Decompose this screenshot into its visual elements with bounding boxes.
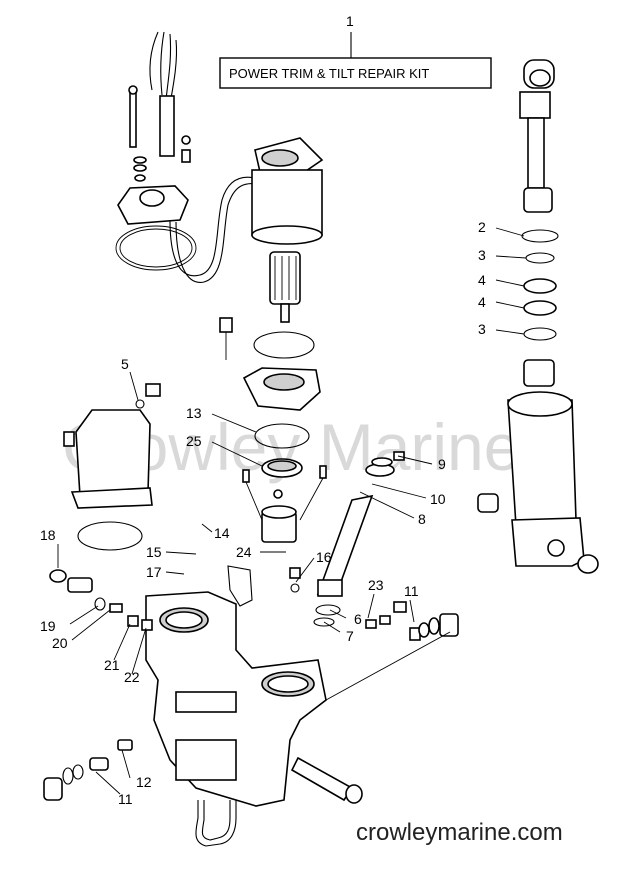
callout-13[interactable]: 13 <box>186 405 202 421</box>
screw-top <box>219 317 233 360</box>
callout-numbers: 2 3 4 4 3 5 13 25 9 10 8 14 15 24 16 17 … <box>40 219 486 807</box>
kit-label-box <box>219 57 492 89</box>
callout-12[interactable]: 12 <box>136 774 152 790</box>
callout-2[interactable]: 2 <box>478 219 486 235</box>
callout-1: 1 <box>346 13 354 29</box>
fittings-right <box>365 601 459 641</box>
callout-18[interactable]: 18 <box>40 527 56 543</box>
kit-callout[interactable]: 1 POWER TRIM & TILT REPAIR KIT <box>219 13 492 89</box>
pump-assembly <box>242 465 327 543</box>
leader-lines <box>57 227 527 795</box>
callout-15[interactable]: 15 <box>146 544 162 560</box>
callout-24[interactable]: 24 <box>236 544 252 560</box>
callout-9[interactable]: 9 <box>438 456 446 472</box>
tilt-pin <box>290 756 363 804</box>
callout-10[interactable]: 10 <box>430 491 446 507</box>
website-label: crowleymarine.com <box>356 819 563 846</box>
kit-label: POWER TRIM & TILT REPAIR KIT <box>229 66 429 81</box>
valve-parts <box>227 565 301 607</box>
pump-body <box>145 591 327 807</box>
callout-22[interactable]: 22 <box>124 669 140 685</box>
armature <box>269 251 301 323</box>
callout-11[interactable]: 11 <box>118 791 133 807</box>
callout-3[interactable]: 3 <box>478 247 486 263</box>
callout-17[interactable]: 17 <box>146 564 162 580</box>
callout-4[interactable]: 4 <box>478 294 486 310</box>
callout-20[interactable]: 20 <box>52 635 68 651</box>
trim-cylinder <box>477 59 599 574</box>
reservoir <box>63 383 161 551</box>
callout-19[interactable]: 19 <box>40 618 56 634</box>
callout-14[interactable]: 14 <box>214 525 230 541</box>
fittings-left <box>49 569 153 631</box>
hydraulic-tube <box>195 800 237 847</box>
callout-25[interactable]: 25 <box>186 433 202 449</box>
end-cap <box>242 367 321 411</box>
manual-release <box>313 451 405 627</box>
callout-5[interactable]: 5 <box>121 356 129 372</box>
fittings-bottom <box>43 739 133 801</box>
callout-23[interactable]: 23 <box>368 577 384 593</box>
callout-4[interactable]: 4 <box>478 272 486 288</box>
callout-8[interactable]: 8 <box>418 511 426 527</box>
callout-21[interactable]: 21 <box>104 657 120 673</box>
motor-harness <box>115 31 259 283</box>
motor-housing <box>251 137 324 245</box>
callout-3[interactable]: 3 <box>478 321 486 337</box>
o-ring-armature <box>253 331 315 359</box>
callout-11[interactable]: 11 <box>404 583 419 599</box>
callout-16[interactable]: 16 <box>316 549 332 565</box>
callout-7[interactable]: 7 <box>346 628 354 644</box>
o-ring-13 <box>254 423 310 449</box>
callout-6[interactable]: 6 <box>354 611 362 627</box>
